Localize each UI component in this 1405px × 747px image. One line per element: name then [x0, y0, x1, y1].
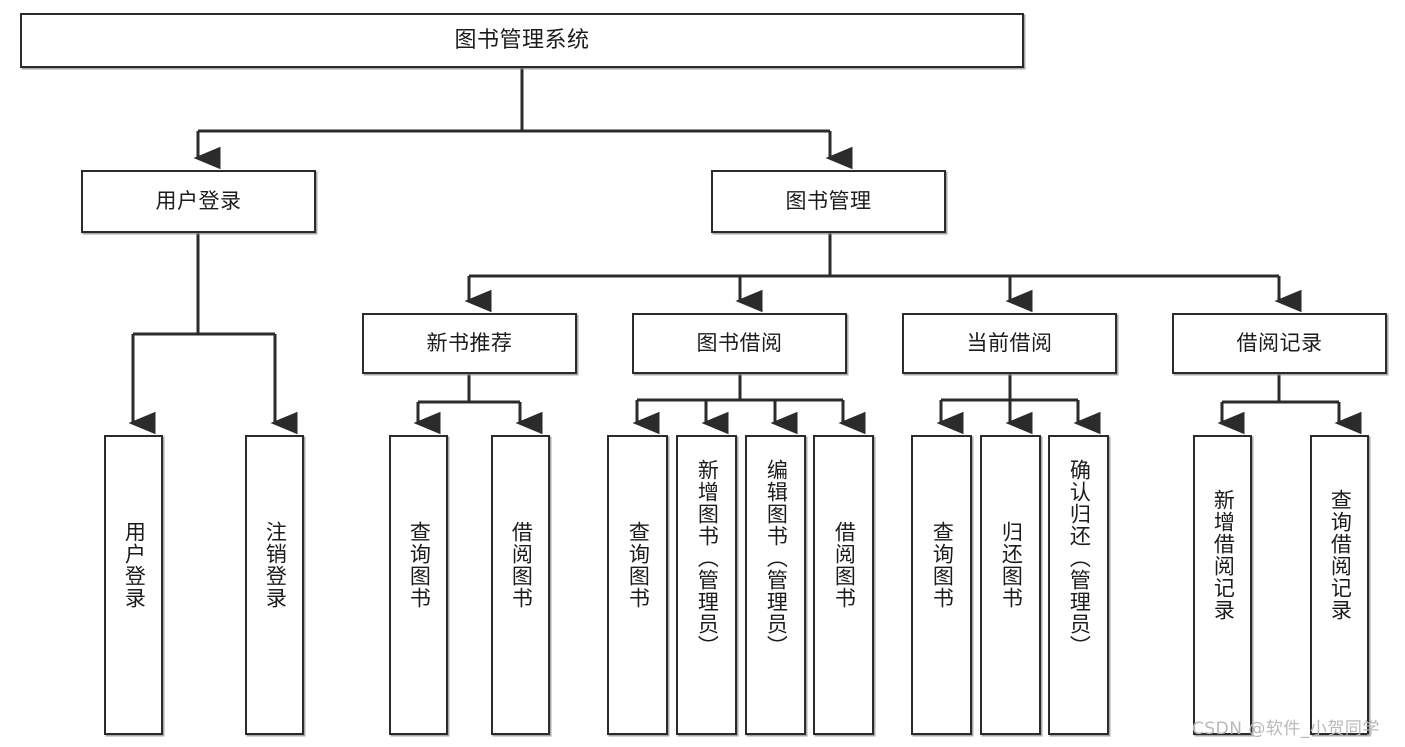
node-label: 新增图书（管理员）	[695, 459, 720, 657]
leaf-current-confirm-return-admin[interactable]: 确认归还（管理员）	[1048, 435, 1109, 735]
leaf-record-add-record[interactable]: 新增借阅记录	[1193, 435, 1252, 735]
node-label: 借阅图书	[509, 521, 534, 609]
node-label: 归还图书	[999, 521, 1024, 609]
node-label: 新书推荐	[426, 331, 513, 356]
node-label: 查询图书	[930, 521, 955, 609]
node-label: 新增借阅记录	[1211, 489, 1236, 621]
node-label: 查询图书	[626, 521, 651, 609]
leaf-user-login-login[interactable]: 用户登录	[104, 435, 163, 735]
node-label: 图书借阅	[696, 331, 783, 356]
watermark-text: CSDN @软件_小贺同学	[1192, 719, 1380, 739]
node-borrow-record[interactable]: 借阅记录	[1172, 313, 1387, 374]
node-label: 编辑图书（管理员）	[764, 459, 789, 657]
leaf-borrow-borrow-book[interactable]: 借阅图书	[813, 435, 874, 735]
node-label: 当前借阅	[966, 331, 1053, 356]
node-label: 用户登录	[122, 521, 147, 609]
node-book-borrow[interactable]: 图书借阅	[632, 313, 847, 374]
node-label: 确认归还（管理员）	[1067, 459, 1092, 657]
node-label: 图书管理系统	[454, 27, 590, 53]
leaf-user-login-logout[interactable]: 注销登录	[245, 435, 304, 735]
node-new-book-recommend[interactable]: 新书推荐	[362, 313, 577, 374]
node-label: 用户登录	[155, 189, 242, 214]
leaf-recommend-borrow-book[interactable]: 借阅图书	[491, 435, 550, 735]
leaf-borrow-edit-book-admin[interactable]: 编辑图书（管理员）	[745, 435, 806, 735]
node-user-login[interactable]: 用户登录	[81, 170, 316, 233]
leaf-borrow-add-book-admin[interactable]: 新增图书（管理员）	[676, 435, 737, 735]
leaf-record-query-record[interactable]: 查询借阅记录	[1310, 435, 1369, 735]
node-label: 注销登录	[263, 521, 288, 609]
node-label: 图书管理	[785, 189, 872, 214]
leaf-current-query-book[interactable]: 查询图书	[911, 435, 972, 735]
node-label: 查询借阅记录	[1328, 489, 1353, 621]
node-root-system[interactable]: 图书管理系统	[20, 13, 1024, 68]
node-current-borrow[interactable]: 当前借阅	[902, 313, 1117, 374]
node-label: 查询图书	[407, 521, 432, 609]
leaf-current-return-book[interactable]: 归还图书	[980, 435, 1041, 735]
node-label: 借阅图书	[832, 521, 857, 609]
node-book-management[interactable]: 图书管理	[711, 170, 946, 233]
node-label: 借阅记录	[1236, 331, 1323, 356]
leaf-recommend-query-book[interactable]: 查询图书	[389, 435, 448, 735]
leaf-borrow-query-book[interactable]: 查询图书	[607, 435, 668, 735]
